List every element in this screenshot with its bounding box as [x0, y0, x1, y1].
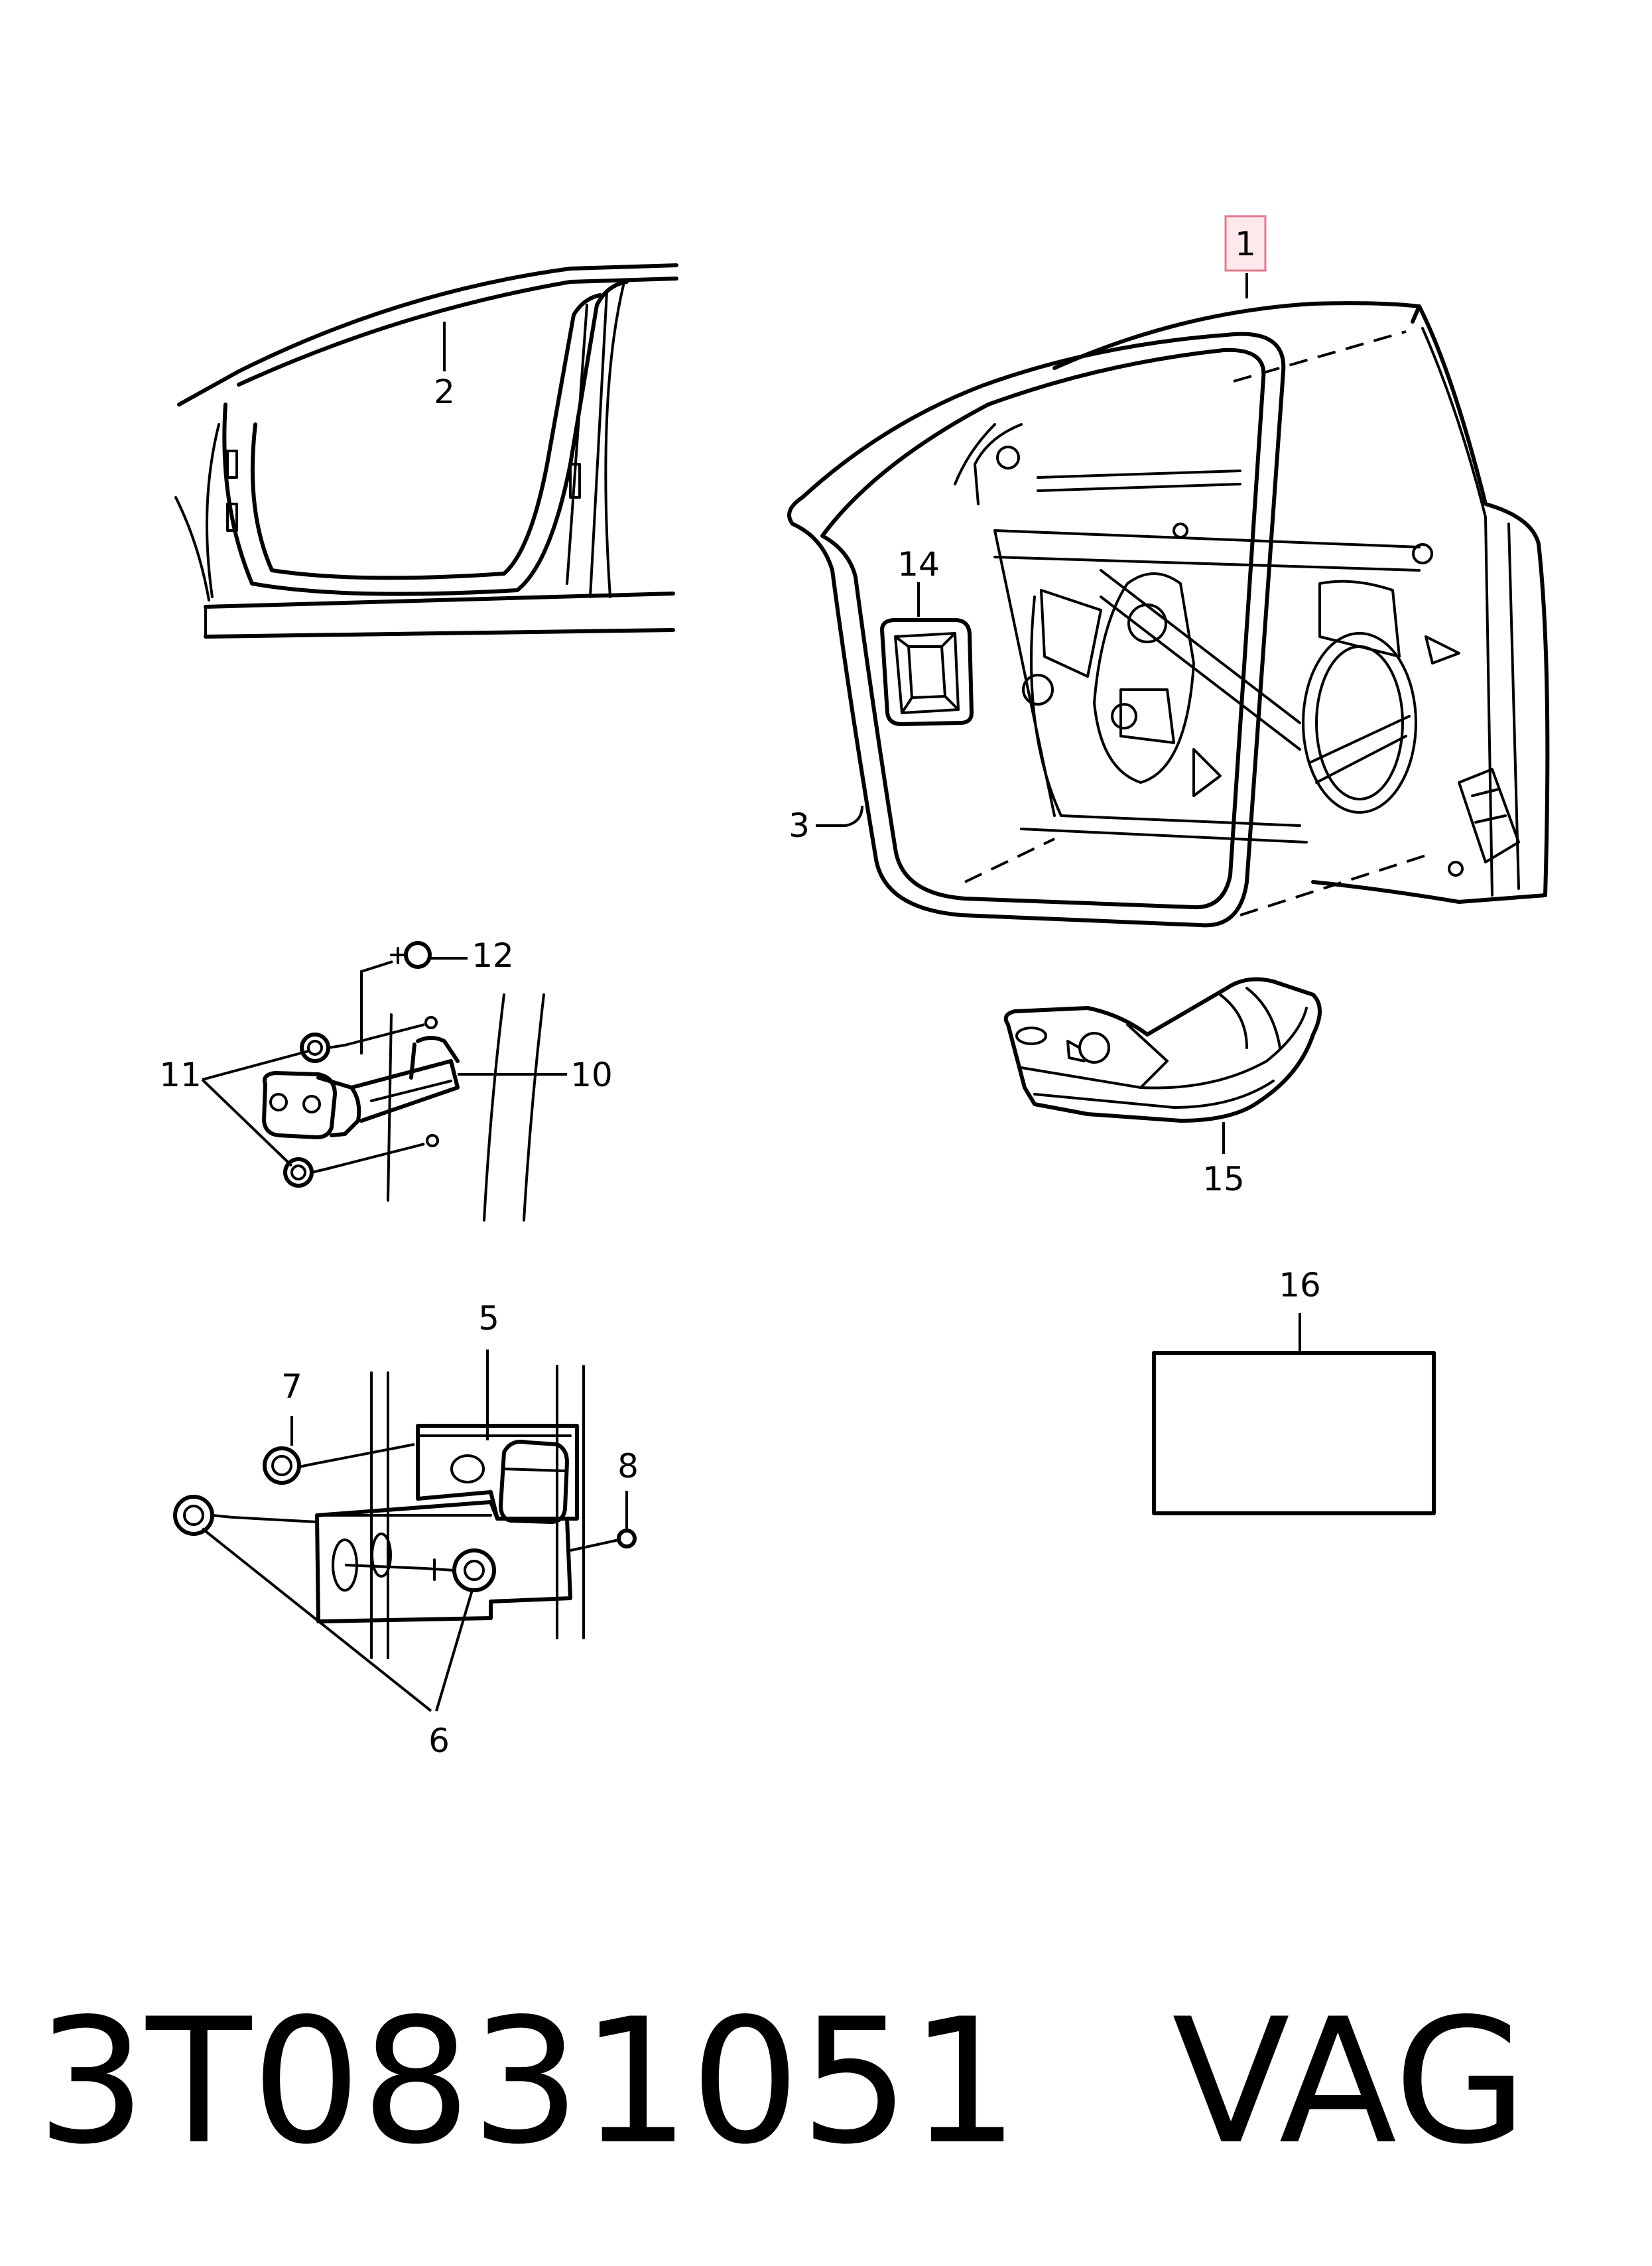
callout-12: 12 — [472, 936, 514, 975]
callout-10: 10 — [570, 1056, 613, 1094]
callout-1-badge[interactable]: 1 — [1224, 215, 1267, 272]
callout-7: 7 — [281, 1367, 302, 1406]
callout-16: 16 — [1279, 1266, 1321, 1304]
front-door — [787, 273, 1550, 928]
callout-6: 6 — [428, 1722, 450, 1760]
callout-3: 3 — [789, 806, 810, 845]
plug-14: 14 — [880, 545, 974, 726]
bracket-15: 15 — [1003, 977, 1322, 1198]
door-hinge-assembly: 5 6 7 8 — [173, 1299, 639, 1760]
part-number: 3T0831051 — [36, 1982, 1020, 2182]
callout-2: 2 — [434, 373, 455, 411]
callout-14: 14 — [897, 545, 940, 584]
footer: 3T0831051 VAG — [36, 1983, 1527, 2182]
callout-11: 11 — [159, 1056, 202, 1094]
door-check-assembly: 10 11 12 — [159, 936, 613, 1222]
callout-5: 5 — [478, 1299, 499, 1338]
brand: VAG — [1172, 1982, 1528, 2182]
label-16: 16 — [1152, 1266, 1436, 1515]
callout-8: 8 — [617, 1447, 639, 1485]
callout-15: 15 — [1202, 1160, 1245, 1198]
body-door-opening: 2 — [174, 263, 678, 639]
callout-1: 1 — [1235, 225, 1256, 263]
